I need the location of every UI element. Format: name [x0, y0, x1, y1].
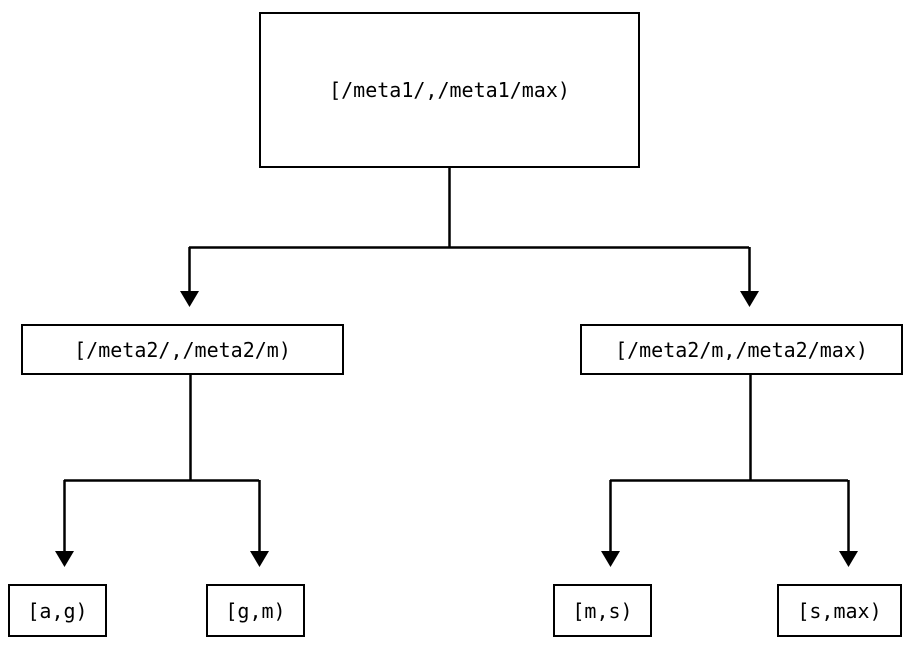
node-mid-left-label: [/meta2/,/meta2/m) [74, 337, 291, 362]
arrowhead-mid-left-to-leaf-1 [55, 551, 74, 567]
node-mid-right[interactable]: [/meta2/m,/meta2/max) [580, 324, 903, 375]
node-mid-left[interactable]: [/meta2/,/meta2/m) [21, 324, 344, 375]
arrowhead-root-to-mid-left [180, 291, 199, 307]
node-mid-right-label: [/meta2/m,/meta2/max) [615, 337, 868, 362]
node-leaf-4[interactable]: [s,max) [777, 584, 902, 637]
arrowhead-mid-left-to-leaf-2 [250, 551, 269, 567]
node-leaf-2-label: [g,m) [225, 598, 286, 623]
node-leaf-1[interactable]: [a,g) [8, 584, 107, 637]
node-leaf-2[interactable]: [g,m) [206, 584, 305, 637]
arrowhead-root-to-mid-right [740, 291, 759, 307]
arrowhead-mid-right-to-leaf-3 [601, 551, 620, 567]
node-leaf-3-label: [m,s) [572, 598, 633, 623]
arrowhead-mid-right-to-leaf-4 [839, 551, 858, 567]
node-root-label: [/meta1/,/meta1/max) [329, 78, 570, 102]
node-leaf-4-label: [s,max) [797, 598, 882, 623]
node-root[interactable]: [/meta1/,/meta1/max) [259, 12, 640, 168]
node-leaf-3[interactable]: [m,s) [553, 584, 652, 637]
node-leaf-1-label: [a,g) [27, 598, 88, 623]
